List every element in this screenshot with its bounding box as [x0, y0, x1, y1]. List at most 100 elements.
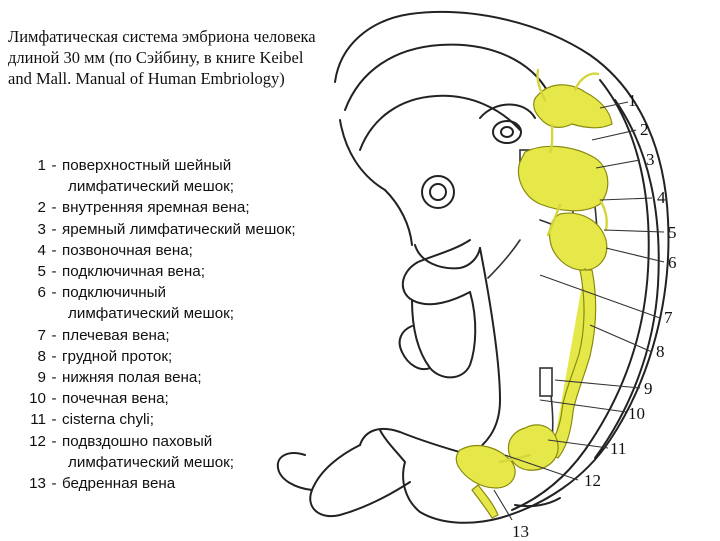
- callout-10: 10: [628, 404, 645, 423]
- legend-text-continued: лимфатический мешок;: [68, 453, 235, 471]
- legend-number: 13: [29, 475, 46, 493]
- figure-title: Лимфатическая система эмбриона человека …: [8, 26, 388, 89]
- leader-7: [539, 274, 661, 319]
- lymph-branch-2: [573, 72, 600, 92]
- face-contour: [414, 244, 481, 270]
- leader-10: [539, 399, 627, 413]
- arm-lower: [411, 291, 477, 379]
- vein-brachial: [487, 239, 521, 279]
- legend-number: 7: [37, 326, 46, 344]
- legend-dash: -: [51, 475, 57, 493]
- legend-text: почечная вена;: [62, 390, 169, 408]
- head-outline: [344, 43, 549, 111]
- foot: [276, 452, 313, 491]
- callout-1: 1: [628, 91, 637, 110]
- leader-8: [589, 324, 653, 353]
- legend-item: 5-подключичная вена;: [10, 261, 296, 282]
- legend-number: 5: [37, 263, 46, 281]
- legend-dash: -: [51, 220, 57, 238]
- legend-dash: -: [51, 284, 57, 302]
- thoracic-duct-fill: [545, 269, 597, 459]
- legend-text: подвздошно паховый: [62, 432, 213, 450]
- legend-number: 4: [37, 241, 46, 259]
- legend-dash: -: [51, 263, 57, 281]
- femoral-branch: [471, 484, 499, 519]
- back-contour-1: [511, 79, 650, 511]
- legend-item: 2-внутренняя яремная вена;: [10, 197, 296, 218]
- legend-item: 10-почечная вена;: [10, 388, 296, 409]
- legend-number: 9: [37, 369, 46, 387]
- legend-number: 12: [29, 432, 46, 450]
- back-contour-2: [594, 99, 660, 459]
- legend-number: 3: [37, 220, 46, 238]
- legend-dash: -: [51, 241, 57, 259]
- eye-inner: [429, 183, 447, 201]
- lymph-branch-4: [546, 203, 562, 237]
- callout-3: 3: [646, 150, 655, 169]
- legend-item: 3-яремный лимфатический мешок;: [10, 219, 296, 240]
- vessel-cava-segment: [539, 367, 553, 397]
- lymph-branch-5: [598, 198, 608, 232]
- leg: [309, 444, 411, 518]
- legend-dash: -: [51, 411, 57, 429]
- eye: [421, 175, 455, 209]
- legend-text: яремный лимфатический мешок;: [62, 220, 296, 238]
- legend-dash: -: [51, 369, 57, 387]
- lymph-branch-3: [548, 123, 554, 154]
- leader-9: [554, 379, 641, 389]
- legend-text: подключичный: [62, 284, 167, 302]
- ear-inner: [500, 126, 514, 138]
- legend-item: 8-грудной проток;: [10, 346, 296, 367]
- legend-item: 13-бедренная вена: [10, 473, 296, 494]
- embryo-body-outline: [334, 11, 670, 524]
- head-lower: [339, 119, 413, 246]
- legend-text: грудной проток;: [62, 347, 173, 365]
- legend-item: 9-нижняя полая вена;: [10, 367, 296, 388]
- title-line-1: Лимфатическая система эмбриона человека: [8, 27, 316, 46]
- legend-dash: -: [51, 199, 57, 217]
- superficial-cervical-sac: [533, 84, 613, 129]
- legend-text: нижняя полая вена;: [62, 369, 202, 387]
- legend-dash: -: [51, 347, 57, 365]
- legend-dash: -: [51, 326, 57, 344]
- leader-11: [547, 439, 609, 449]
- legend-dash: -: [51, 157, 57, 174]
- tail: [514, 497, 561, 508]
- legend-text: позвоночная вена;: [62, 241, 193, 259]
- leader-3: [595, 159, 641, 169]
- legend-item: 4-позвоночная вена;: [10, 240, 296, 261]
- legend-item: 6-подключичный: [10, 282, 296, 303]
- leader-12: [504, 454, 579, 481]
- title-line-3: and Mall. Manual of Human Embriology): [8, 69, 285, 88]
- legend-text-continued: лимфатический мешок;: [68, 178, 235, 196]
- ilioinguinal-sac: [455, 445, 516, 489]
- ear: [492, 120, 522, 144]
- umbilical-region: [359, 427, 471, 456]
- leader-13: [493, 489, 513, 521]
- legend-text: подключичная вена;: [62, 263, 205, 281]
- legend-item: 12-подвздошно паховый: [10, 431, 296, 452]
- title-line-2: длиной 30 мм (по Сэйбину, в книге Keibel: [8, 48, 304, 67]
- leader-4: [599, 197, 653, 201]
- cisterna-chyli: [507, 424, 559, 471]
- ventral-contour: [469, 247, 501, 456]
- legend-text: поверхностный шейный: [62, 157, 232, 174]
- legend-item: 7-плечевая вена;: [10, 325, 296, 346]
- legend-item: 1-поверхностный шейный: [10, 155, 296, 176]
- callout-12: 12: [584, 471, 601, 490]
- legend-item: 11-cisterna chyli;: [10, 409, 296, 430]
- jugular-lymph-sac: [517, 145, 609, 212]
- legend-text-continued: лимфатический мешок;: [68, 305, 235, 323]
- leader-1: [599, 101, 629, 109]
- legend-dash: -: [51, 390, 57, 408]
- callout-7: 7: [664, 308, 673, 327]
- legend-number: 2: [37, 199, 46, 217]
- legend-number: 10: [29, 390, 46, 408]
- leader-2: [591, 129, 637, 141]
- hand: [398, 325, 431, 371]
- callout-4: 4: [657, 188, 666, 207]
- lymph-branch-1: [536, 68, 547, 102]
- arm-upper: [402, 239, 471, 306]
- callout-11: 11: [610, 439, 627, 458]
